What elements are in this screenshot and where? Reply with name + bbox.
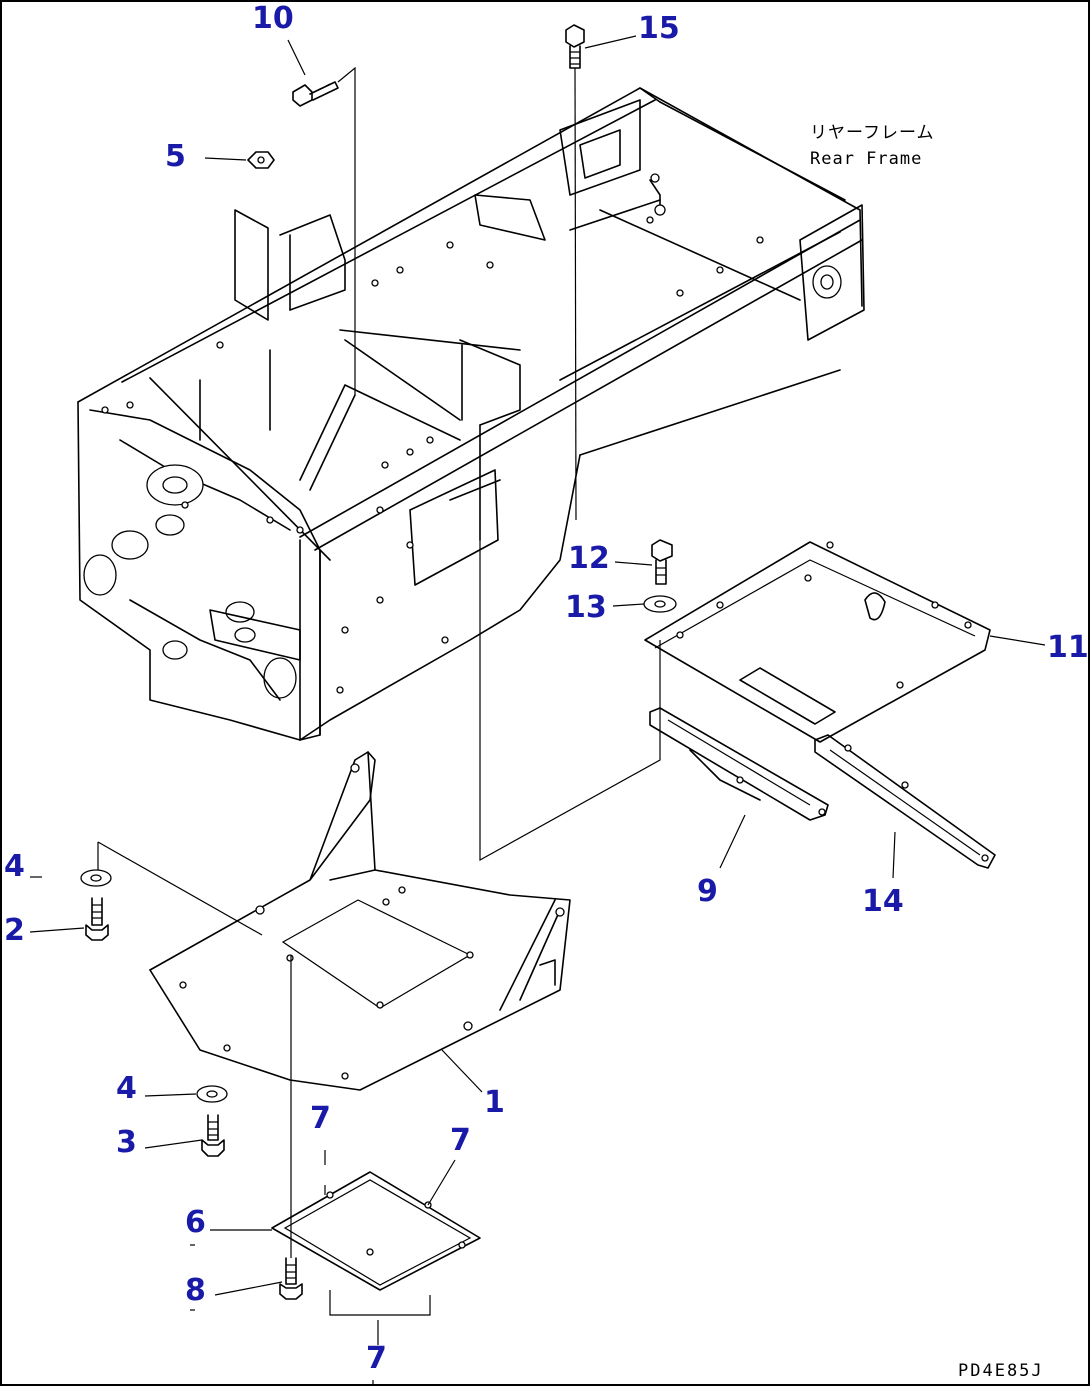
frame-label-japanese: リヤーフレーム [810, 123, 934, 143]
callout-11: 11 [1047, 630, 1089, 665]
callouts: 10 15 5 12 13 11 9 14 4 2 1 4 3 7 7 6 8 … [4, 1, 1089, 1376]
callout-4-upper: 4 [4, 849, 25, 884]
callout-4-lower: 4 [116, 1071, 137, 1106]
part-9-bracket [649, 707, 829, 821]
drawing-code: PD4E85J [958, 1361, 1044, 1381]
part-14-bracket [814, 734, 996, 869]
part-6-cover-plate [271, 1171, 481, 1316]
part-13-washer [643, 595, 677, 613]
callout-15: 15 [638, 11, 680, 46]
callout-13: 13 [565, 590, 607, 625]
part-10-bolt [292, 81, 339, 107]
callout-8: 8 [185, 1273, 206, 1308]
callout-9: 9 [697, 874, 718, 909]
callout-1: 1 [484, 1085, 505, 1120]
part-12-bolt [651, 539, 673, 585]
part-5-nut [247, 151, 275, 169]
callout-7-bottom: 7 [366, 1341, 387, 1376]
rear-frame [77, 87, 865, 741]
callout-12: 12 [568, 541, 610, 576]
part-2-bolt [85, 897, 109, 941]
part-3-bolt [201, 1114, 225, 1157]
callout-7-right: 7 [450, 1123, 471, 1158]
part-15-bolt [565, 24, 585, 69]
callout-14: 14 [862, 884, 904, 919]
frame-label-english: Rear Frame [810, 149, 922, 169]
part-4-washer-lower [196, 1085, 228, 1103]
callout-5: 5 [165, 139, 186, 174]
callout-2: 2 [4, 913, 25, 948]
callout-10: 10 [252, 1, 294, 36]
part-11-cover-plate [644, 541, 991, 743]
part-8-bolt [279, 1257, 303, 1300]
callout-3: 3 [116, 1125, 137, 1160]
callout-6: 6 [185, 1205, 206, 1240]
callout-7-left: 7 [310, 1101, 331, 1136]
part-4-washer-upper [80, 869, 112, 887]
part-1-guard-plate [149, 751, 571, 1091]
leader-lines [29, 35, 1046, 1385]
